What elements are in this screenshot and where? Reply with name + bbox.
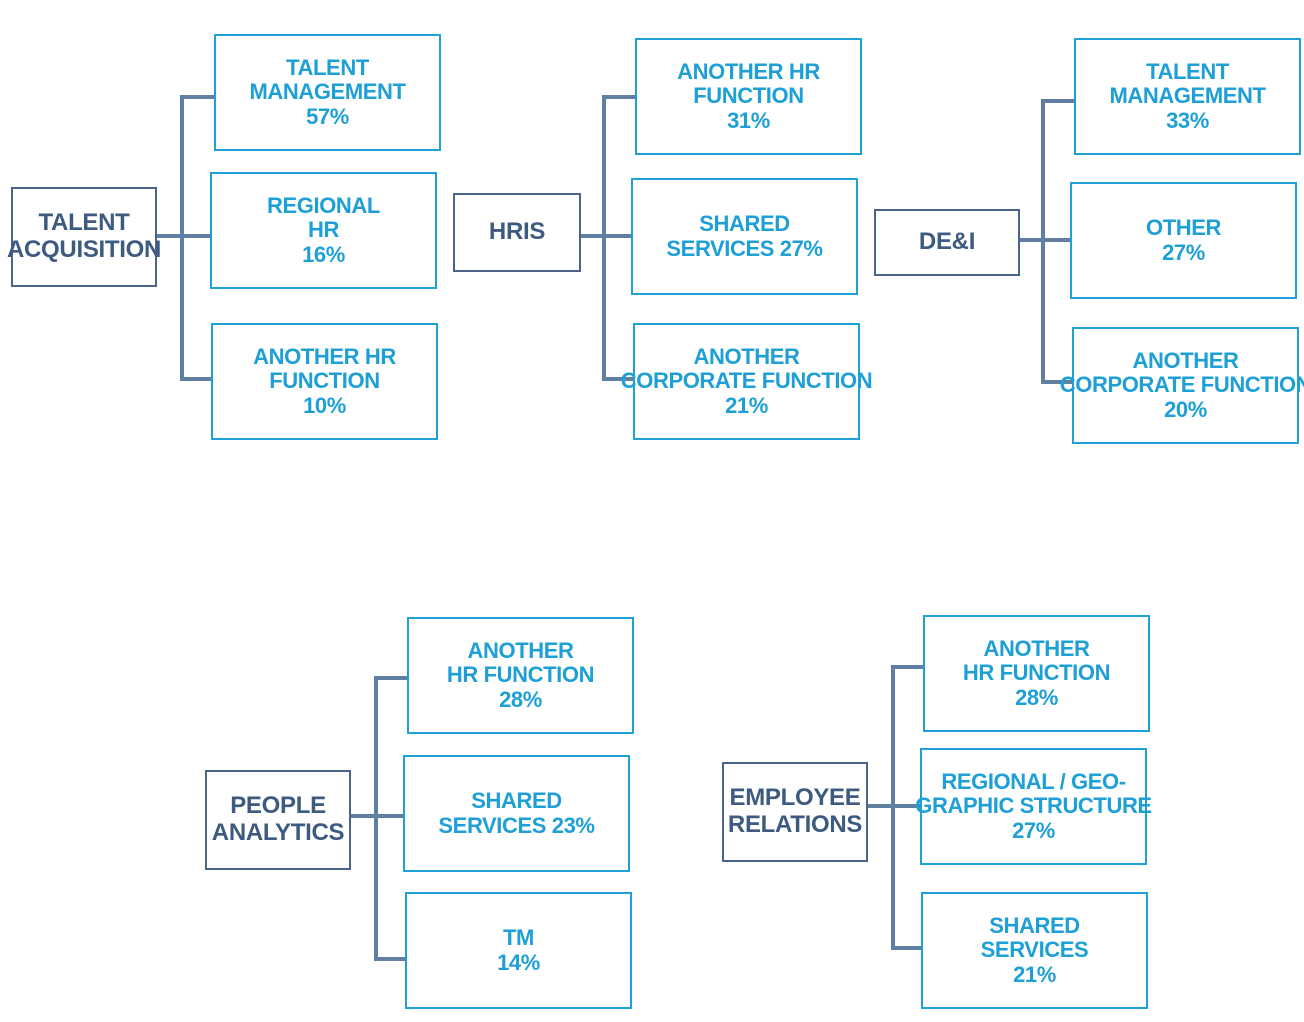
child-label-line: ANOTHER [467,637,574,663]
child-box-another-hr-function: ANOTHER HR FUNCTION 31% [635,38,862,155]
parent-box-hris: HRIS [453,193,581,272]
child-label-line: TALENT [1146,58,1229,84]
child-label-line: CORPORATE FUNCTION [1059,372,1304,398]
parent-box-people-analytics: PEOPLE ANALYTICS [205,770,351,870]
child-box-another-hr-function: ANOTHER HR FUNCTION 10% [211,323,438,440]
child-label-line: 21% [725,392,768,418]
child-label-line: MANAGEMENT [249,79,406,105]
parent-label-line: DE&I [918,228,976,256]
child-label-line: HR FUNCTION [962,660,1111,686]
child-label-line: 14% [497,949,540,975]
child-label-line: HR [308,217,339,243]
child-label-line: SHARED [699,210,790,236]
child-box-another-hr-function: ANOTHER HR FUNCTION 28% [407,617,634,734]
child-box-talent-management: TALENT MANAGEMENT 33% [1074,38,1301,155]
child-label-line: 10% [303,392,346,418]
parent-label-line: TALENT [38,209,130,237]
child-label-line: SERVICES [980,937,1089,963]
parent-label-line: HRIS [488,218,546,246]
child-label-line: HR FUNCTION [446,662,595,688]
child-label-line: FUNCTION [269,368,380,394]
parent-label-line: ACQUISITION [6,236,162,263]
parent-label-line: PEOPLE [230,792,326,820]
child-box-shared-services: SHARED SERVICES 21% [921,892,1148,1009]
child-box-another-corporate-function: ANOTHER CORPORATE FUNCTION 21% [621,323,873,440]
child-label-line: 21% [1013,961,1056,987]
child-label-line: ANOTHER [983,635,1090,661]
child-box-talent-management: TALENT MANAGEMENT 57% [214,34,441,151]
child-label-line: 57% [306,103,349,129]
child-label-line: 27% [1012,817,1055,843]
child-label-line: 28% [1015,684,1058,710]
child-label-line: ANOTHER [693,343,800,369]
child-label-line: TM [503,924,534,950]
parent-label-line: RELATIONS [727,811,863,838]
child-box-other: OTHER 27% [1070,182,1297,299]
child-label-line: 33% [1166,107,1209,133]
parent-box-employee-relations: EMPLOYEE RELATIONS [722,762,868,862]
child-label-line: ANOTHER [1132,347,1239,373]
child-label-line: SERVICES 23% [438,812,595,838]
child-label-line: 16% [302,241,345,267]
child-label-line: GRAPHIC STRUCTURE [915,793,1152,819]
child-label-line: 27% [1162,239,1205,265]
child-label-line: SHARED [989,912,1080,938]
child-label-line: SERVICES 27% [666,235,823,261]
parent-label-line: ANALYTICS [211,819,345,846]
child-label-line: ANOTHER HR [253,343,396,369]
child-label-line: MANAGEMENT [1109,83,1266,109]
child-label-line: 28% [499,686,542,712]
child-box-shared-services: SHARED SERVICES 23% [403,755,630,872]
child-label-line: TALENT [286,54,369,80]
child-label-line: FUNCTION [693,83,804,109]
child-box-regional-hr: REGIONAL HR 16% [210,172,437,289]
child-label-line: REGIONAL [267,192,380,218]
child-label-line: 31% [727,107,770,133]
child-box-another-corporate-function: ANOTHER CORPORATE FUNCTION 20% [1060,327,1304,444]
parent-label-line: EMPLOYEE [729,784,861,812]
child-label-line: 20% [1164,396,1207,422]
child-box-another-hr-function: ANOTHER HR FUNCTION 28% [923,615,1150,732]
child-label-line: REGIONAL / GEO- [941,768,1126,794]
child-box-tm: TM 14% [405,892,632,1009]
child-label-line: ANOTHER HR [677,58,820,84]
parent-box-dei: DE&I [874,209,1020,276]
parent-box-talent-acquisition: TALENT ACQUISITION [7,187,161,287]
child-box-regional-geographic-structure: REGIONAL / GEO- GRAPHIC STRUCTURE 27% [915,748,1152,865]
child-label-line: OTHER [1145,214,1221,240]
child-label-line: SHARED [471,787,562,813]
child-label-line: CORPORATE FUNCTION [620,368,873,394]
child-box-shared-services: SHARED SERVICES 27% [631,178,858,295]
